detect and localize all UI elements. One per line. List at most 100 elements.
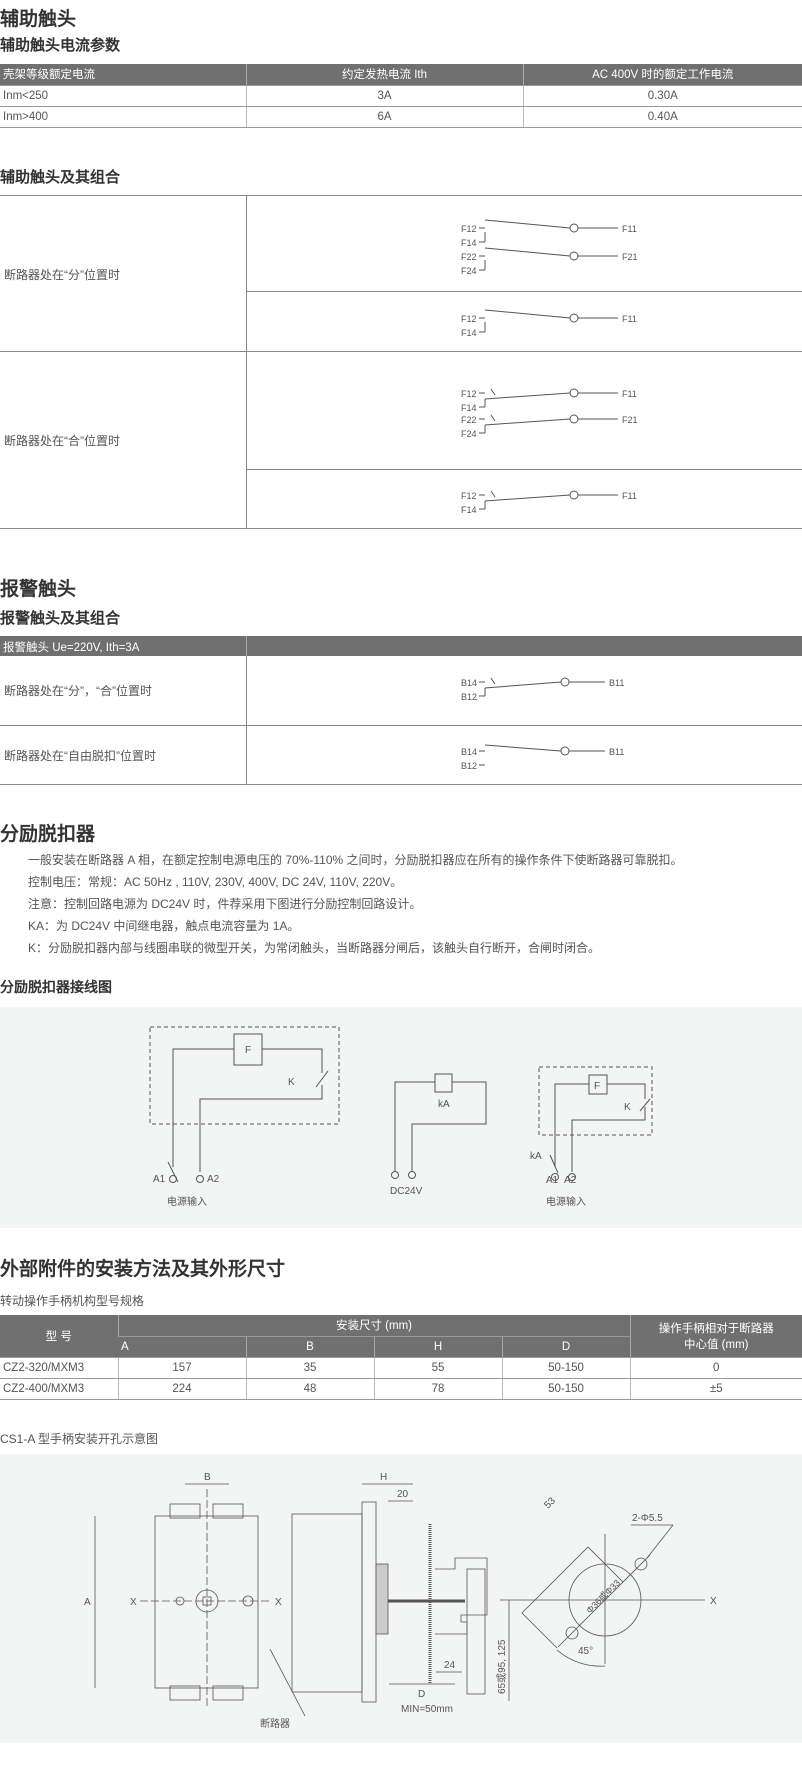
contact-node <box>560 677 570 687</box>
contact-node <box>569 223 579 233</box>
cell: Inm>400 <box>0 106 246 128</box>
terminal-label: F12 <box>461 491 477 501</box>
leader-holes <box>646 1524 674 1559</box>
terminal-label: F12 <box>461 224 477 234</box>
contact-mark <box>490 414 496 422</box>
cell: 224 <box>117 1378 246 1400</box>
paragraph: KA：为 DC24V 中间继电器，触点电流容量为 1A。 <box>28 919 300 933</box>
contact-node <box>560 746 570 756</box>
lug <box>212 1503 244 1519</box>
label-A2: A2 <box>207 1174 220 1185</box>
col-header: 约定发热电流 Ith <box>245 64 523 86</box>
table-row: Inm>400 6A 0.40A <box>0 106 802 128</box>
paragraph: 一般安装在断路器 A 相，在额定控制电源电压的 70%-110% 之间时，分励脱… <box>28 853 683 867</box>
contact-mark <box>490 388 496 396</box>
paragraph: 注意：控制回路电源为 DC24V 时，件荐采用下图进行分励控制回路设计。 <box>28 897 422 911</box>
section-title-aux: 辅助触头 <box>0 9 77 30</box>
contact-blade <box>484 494 571 502</box>
label-kA: kA <box>530 1151 542 1162</box>
label-24: 24 <box>444 1660 456 1671</box>
wiring-title: 分励脱扣器接线图 <box>0 979 112 995</box>
breaker-front <box>154 1515 259 1689</box>
label-diameter: Φ36或Φ33 <box>584 1577 622 1615</box>
aux-combo-title: 辅助触头及其组合 <box>0 169 121 186</box>
terminal-label: F11 <box>622 491 637 501</box>
mount-hole <box>634 1557 648 1571</box>
row-label: 断路器处在“合”位置时 <box>4 434 120 448</box>
table-header: 壳架等级额定电流 约定发热电流 Ith AC 400V 时的额定工作电流 <box>0 64 802 86</box>
cell: 35 <box>245 1357 374 1379</box>
label-power-input: 电源输入 <box>546 1195 586 1208</box>
contact-blade <box>484 681 562 689</box>
breaker-side <box>291 1513 363 1693</box>
label-kA: kA <box>438 1099 450 1110</box>
cell: 3A <box>245 85 523 107</box>
angle-arc <box>556 1649 606 1667</box>
wire <box>172 1048 234 1167</box>
col-header-model: 型 号 <box>0 1315 118 1358</box>
cell: 50-150 <box>501 1378 630 1400</box>
table-header: 报警触头 Ue=220V, Ith=3A <box>0 636 802 656</box>
terminal-label: F21 <box>622 415 638 425</box>
label-min: MIN=50mm <box>401 1704 453 1715</box>
wire <box>554 1083 589 1167</box>
section-title-shunt: 分励脱扣器 <box>0 824 96 845</box>
breaker-cover <box>361 1501 377 1703</box>
mounting-svg: B A X X H 20 24 D MIN=50mm 断路器 53 2-Φ5.5… <box>84 1472 717 1730</box>
terminal-label: F24 <box>461 429 477 439</box>
contact-blade <box>484 309 571 319</box>
handle-spec-table: 型 号 安装尺寸 (mm) 操作手柄相对于断路器中心值 (mm) A B H D… <box>0 1315 802 1400</box>
switch-K <box>315 1070 329 1088</box>
wiring-svg: F K A1 A2 电源输入 kA DC24V F K kA A1 A2 电源输… <box>149 1026 653 1208</box>
terminal-label: F21 <box>622 252 638 262</box>
terminal-label: F14 <box>461 403 477 413</box>
row-label: 断路器处在“分”位置时 <box>4 268 120 282</box>
row-label: 断路器处在“分”，“合”位置时 <box>4 684 152 698</box>
contact-blade <box>484 744 562 752</box>
label-breaker: 断路器 <box>260 1717 290 1730</box>
terminal-label: F14 <box>461 505 477 515</box>
cell: 78 <box>373 1378 502 1400</box>
wire <box>199 1085 323 1172</box>
wire <box>571 1107 646 1172</box>
label-X: X <box>130 1597 137 1608</box>
col-header: B <box>245 1336 374 1358</box>
wire <box>607 1083 646 1099</box>
cell: 6A <box>245 106 523 128</box>
cell: 0.40A <box>522 106 802 128</box>
aux-params-title: 辅助触头电流参数 <box>0 37 121 54</box>
label-D: D <box>418 1689 425 1700</box>
contact-node <box>569 313 579 323</box>
terminal-label: B14 <box>461 747 477 757</box>
contact-mark <box>490 677 496 685</box>
row-label: 断路器处在“自由脱扣”位置时 <box>4 749 156 763</box>
terminal-label: B11 <box>609 678 624 688</box>
mounting-drawing: B A X X H 20 24 D MIN=50mm 断路器 53 2-Φ5.5… <box>0 1454 802 1743</box>
terminal <box>568 1173 576 1181</box>
contact-blade <box>484 418 571 426</box>
wire <box>262 1048 323 1073</box>
label-heights: 65或95, 125 <box>496 1639 508 1694</box>
table-row: Inm<250 3A 0.30A <box>0 85 802 107</box>
leader-breaker <box>269 1648 306 1717</box>
cell: 157 <box>117 1357 246 1379</box>
aux-params-table: 壳架等级额定电流 约定发热电流 Ith AC 400V 时的额定工作电流 Inm… <box>0 64 802 128</box>
dim-53 <box>521 1546 624 1649</box>
label-20: 20 <box>397 1489 409 1500</box>
terminal-label: B14 <box>461 678 477 688</box>
contact-node <box>569 414 579 424</box>
contact-node <box>569 388 579 398</box>
contact-node <box>569 490 579 500</box>
label-A1: A1 <box>546 1175 559 1186</box>
terminal-label: F12 <box>461 314 477 324</box>
switch-K <box>639 1098 651 1112</box>
